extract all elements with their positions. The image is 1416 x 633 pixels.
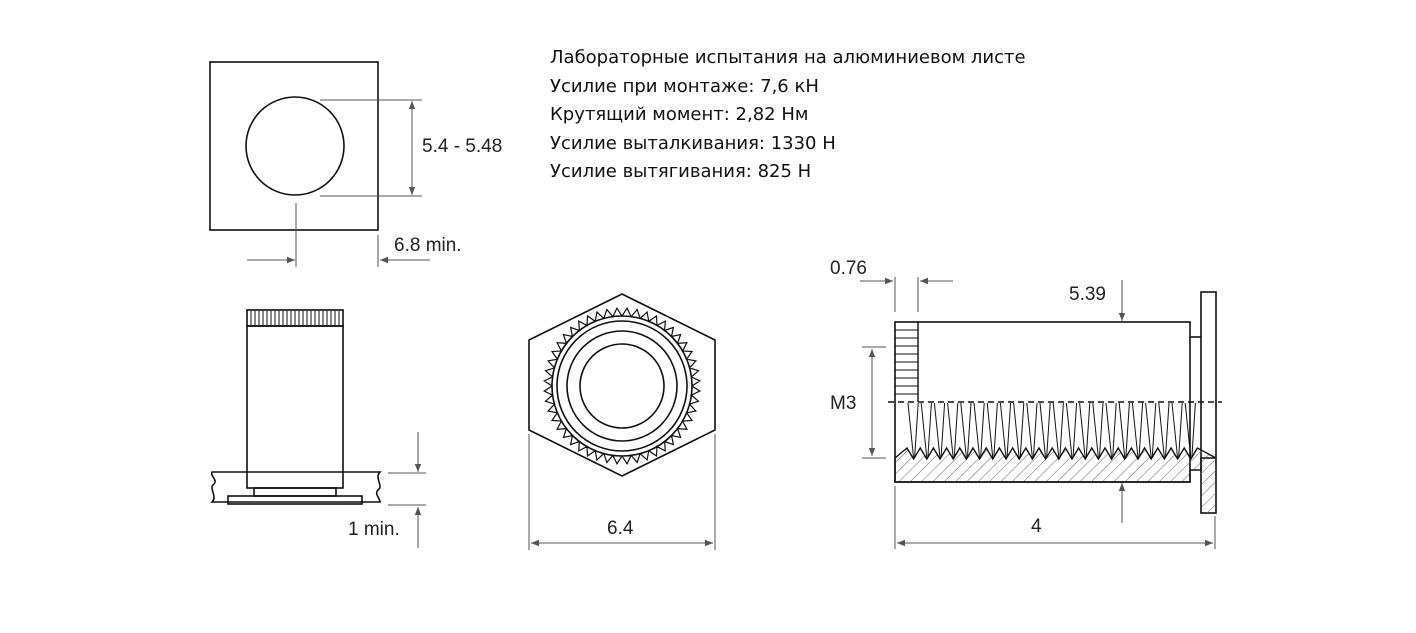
spec-line: Усилие вытягивания: 825 Н (550, 161, 811, 182)
hex-outline (528, 293, 716, 477)
spec-line: Усилие выталкивания: 1330 Н (550, 133, 836, 154)
spec-title: Лабораторные испытания на алюминиевом ли… (550, 47, 1026, 68)
hole-dimension-label: 5.4 - 5.48 (422, 136, 502, 157)
spec-line: Крутящий момент: 2,82 Нм (550, 104, 808, 125)
thread-label: M3 (830, 393, 856, 414)
mounting-hole (245, 96, 345, 196)
diameter-dimension-label: 5.39 (1069, 284, 1106, 305)
spec-line: Усилие при монтаже: 7,6 кН (550, 76, 819, 97)
sheet-square (209, 61, 379, 231)
knurl-band (246, 309, 344, 327)
hole-view: 5.4 - 5.48 6.8 min. (209, 61, 502, 267)
sheet-dimension-label: 1 min. (348, 519, 400, 540)
hex-dimension-label: 6.4 (607, 518, 634, 539)
installed-view: 1 min. (210, 309, 426, 548)
thread-bore (579, 343, 665, 429)
hex-view: 6.4 (528, 293, 716, 550)
knurl-dimension-label: 0.76 (830, 258, 867, 279)
standoff-body (246, 325, 344, 489)
sheet-section (210, 471, 382, 503)
length-dimension-label: 4 (1031, 516, 1042, 537)
edge-dimension-label: 6.8 min. (394, 235, 462, 256)
spec-block: Лабораторные испытания на алюминиевом ли… (550, 47, 1026, 182)
side-view: 0.76 5.39 M3 4 (830, 258, 1222, 549)
